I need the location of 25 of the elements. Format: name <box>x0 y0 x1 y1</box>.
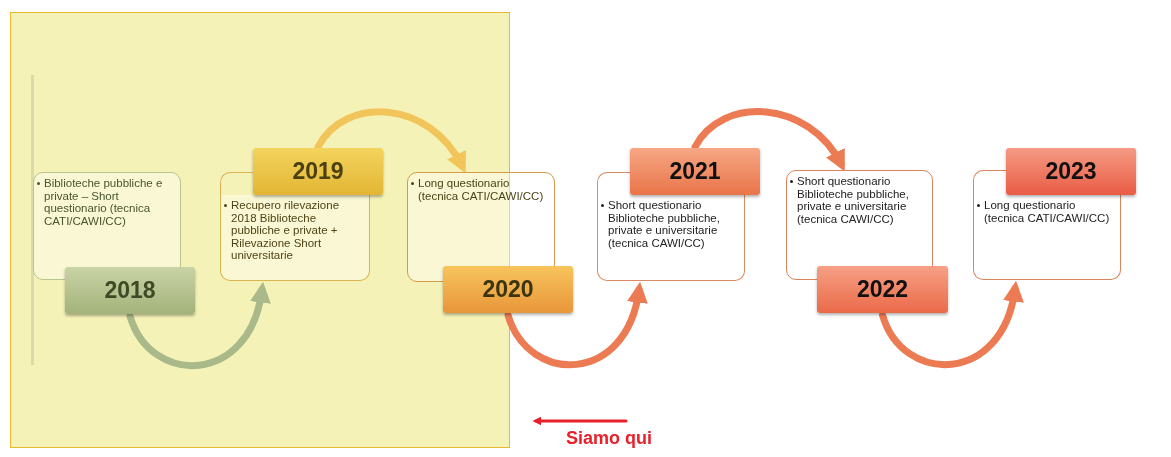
year-tab: 2021 <box>630 148 760 195</box>
curved-arrow <box>504 281 647 368</box>
card-text: Short questionario Biblioteche pubbliche, private e universitarie (tecnica CAWI/CC) <box>797 175 910 225</box>
description-card <box>973 195 1121 280</box>
card-text: Long questionario (tecnica CATI/CAWI/CC) <box>984 199 1111 224</box>
description-card <box>597 195 745 281</box>
year-tab: 2022 <box>817 266 948 313</box>
card-text: Long questionario (tecnica CATI/CAWI/CC) <box>418 177 545 202</box>
card-text: Biblioteche pubbliche e private – Short questionario (tecnica CATI/CAWI/CC) <box>44 177 164 227</box>
curved-arrow <box>532 416 628 426</box>
description-card <box>33 172 181 280</box>
curved-arrow <box>879 280 1023 368</box>
year-tab: 2018 <box>65 267 195 314</box>
card-text: Recupero rilevazione 2018 Biblioteche pubbliche e private + Rilevazione Short universitarie <box>231 199 341 262</box>
curved-arrow <box>314 108 467 174</box>
description-card <box>407 172 555 282</box>
card-text: Short questionario Biblioteche pubbliche, private e universitarie (tecnica CAWI/CC) <box>608 199 721 249</box>
description-card <box>786 170 933 280</box>
year-tab: 2019 <box>253 148 383 195</box>
year-tab: 2023 <box>1006 148 1136 195</box>
note-text: Siamo qui <box>566 425 696 451</box>
curved-arrow <box>691 108 846 172</box>
description-card <box>220 195 370 281</box>
curved-arrow <box>126 281 270 369</box>
year-tab: 2020 <box>443 266 573 313</box>
